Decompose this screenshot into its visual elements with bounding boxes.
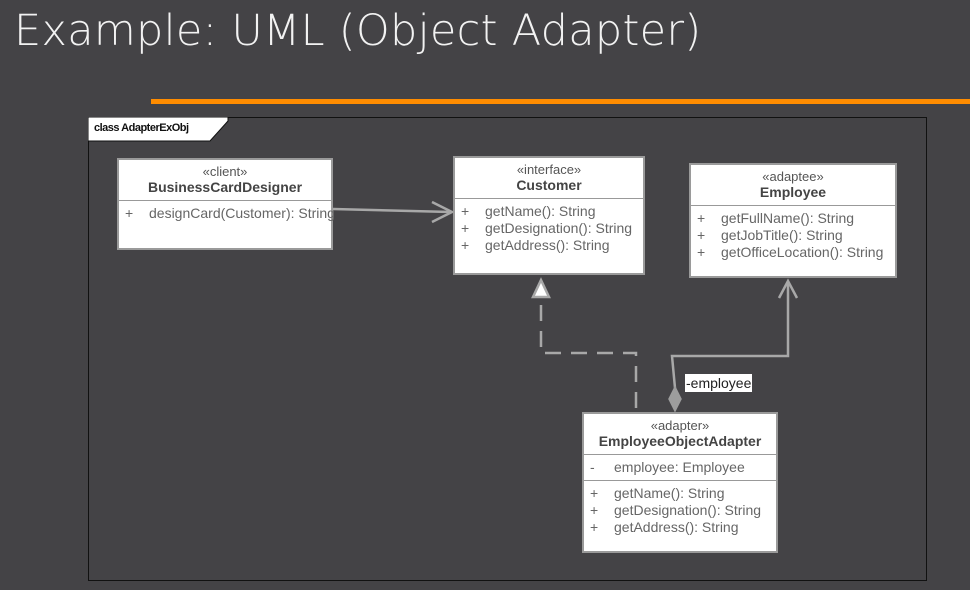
operations-compartment: +getName(): String +getDesignation(): St…	[584, 481, 776, 540]
class-employee-object-adapter[interactable]: «adapter» EmployeeObjectAdapter -employe…	[582, 412, 778, 553]
operation-row: +getAddress(): String	[590, 519, 739, 535]
operation-row: +getFullName(): String	[697, 210, 855, 226]
diagram-frame-tab: class AdapterExObj	[88, 117, 229, 142]
accent-line	[151, 99, 970, 104]
dependency-line	[332, 207, 452, 214]
operation-row: +getName(): String	[590, 485, 725, 501]
composition-line	[670, 282, 790, 389]
class-customer[interactable]: «interface» Customer +getName(): String …	[453, 156, 645, 275]
class-name-employee-object-adapter: EmployeeObjectAdapter	[598, 433, 762, 449]
stereotype-interface: «interface»	[516, 162, 582, 177]
composition-diamond	[668, 385, 682, 413]
class-business-card-designer[interactable]: «client» BusinessCardDesigner +designCar…	[117, 158, 335, 250]
dependency-arrowhead	[431, 200, 455, 224]
attributes-compartment: -employee: Employee	[584, 455, 776, 481]
realization-arrowhead	[531, 277, 551, 299]
operations-compartment: +getName(): String +getDesignation(): St…	[455, 199, 643, 258]
operation-row: +getDesignation(): String	[590, 502, 762, 518]
operations-compartment: +getFullName(): String +getJobTitle(): S…	[691, 206, 895, 265]
operation-row: +getJobTitle(): String	[697, 227, 843, 243]
operation-row: +getAddress(): String	[461, 237, 610, 253]
class-name-business-card-designer: BusinessCardDesigner	[147, 179, 303, 195]
operation-row: +getName(): String	[461, 203, 596, 219]
class-employee[interactable]: «adaptee» Employee +getFullName(): Strin…	[689, 163, 897, 278]
stereotype-adapter: «adapter»	[650, 418, 710, 433]
operation-row: +designCard(Customer): String	[125, 205, 335, 221]
operation-row: +getOfficeLocation(): String	[697, 244, 884, 260]
operations-compartment: +designCard(Customer): String	[119, 201, 335, 226]
attribute-row: -employee: Employee	[590, 459, 745, 475]
slide-title: Example: UML (Object Adapter)	[14, 6, 702, 56]
diagram-frame	[88, 117, 927, 581]
class-name-employee: Employee	[759, 184, 827, 200]
stereotype-adaptee: «adaptee»	[762, 169, 824, 184]
diagram-frame-label: class AdapterExObj	[94, 122, 189, 134]
operation-row: +getDesignation(): String	[461, 220, 633, 236]
stereotype-client: «client»	[202, 164, 248, 179]
composition-arrowhead	[777, 278, 799, 299]
association-label: -employee	[685, 374, 753, 392]
realization-line	[539, 298, 638, 408]
class-name-customer: Customer	[516, 177, 582, 193]
